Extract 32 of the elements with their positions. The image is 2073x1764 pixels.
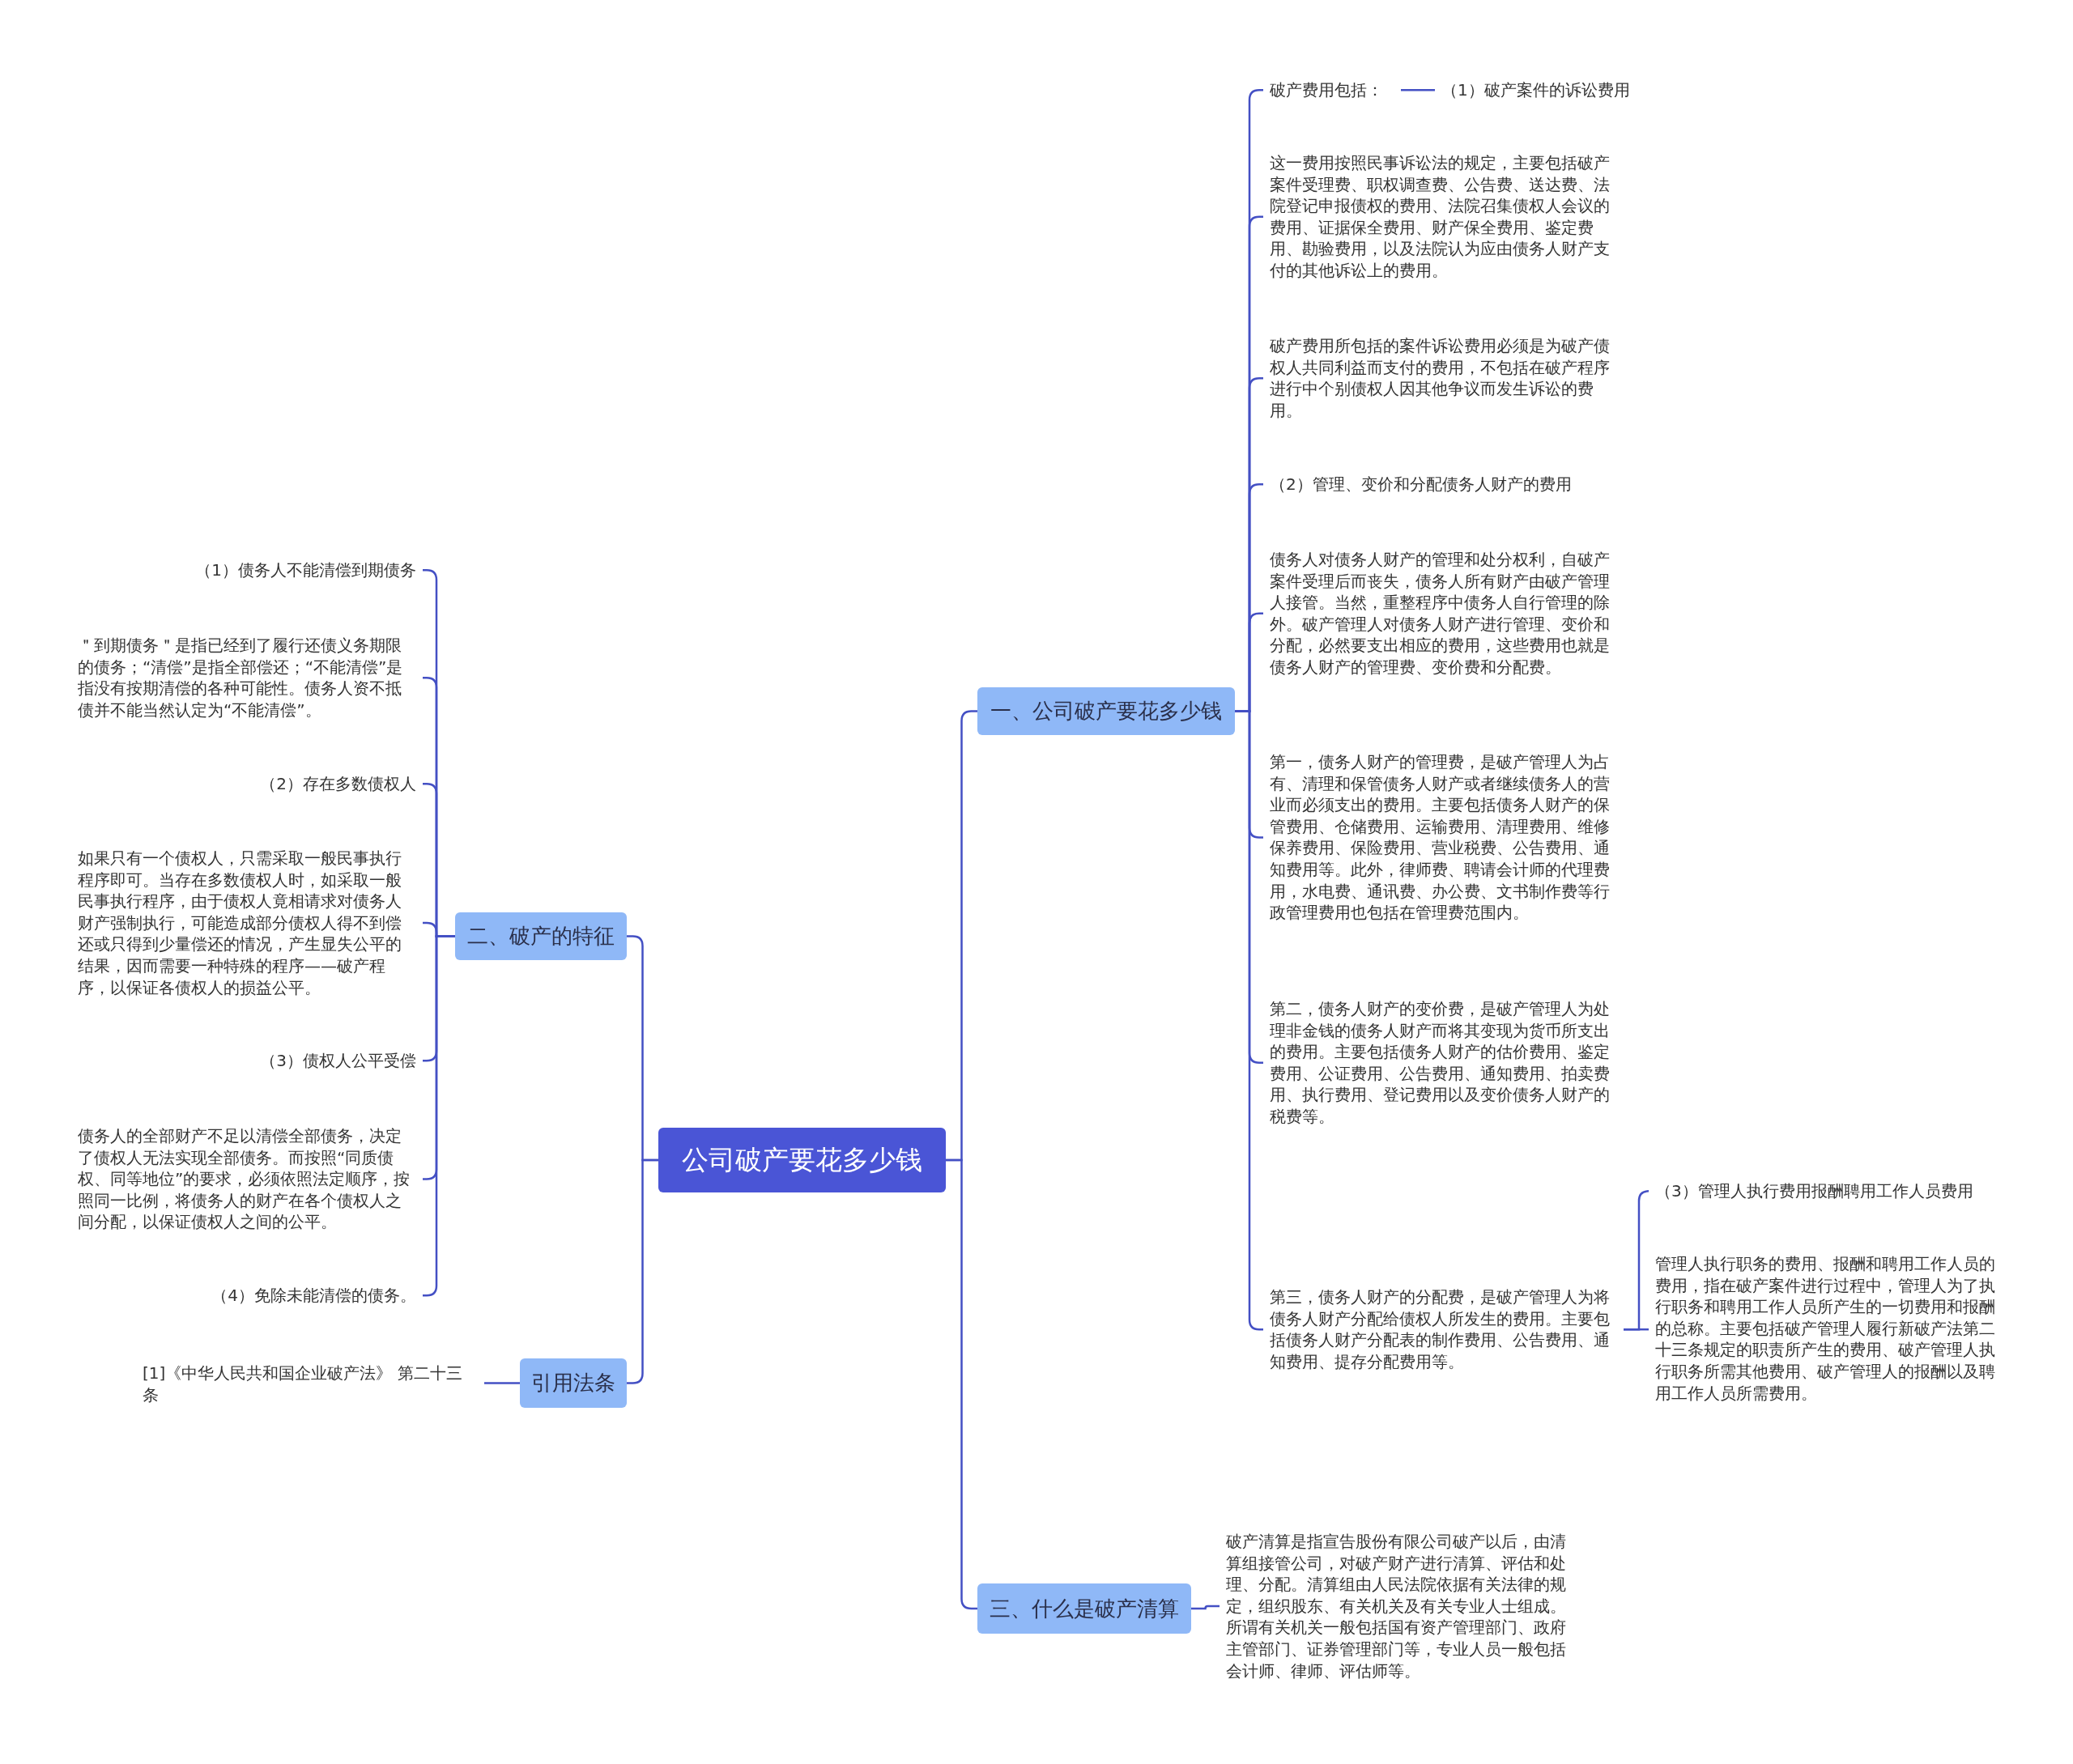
connector-line bbox=[1191, 1605, 1220, 1610]
topic-text: 破产费用包括： bbox=[1263, 79, 1401, 101]
topic-text: 第三，债务人财产的分配费，是破产管理人为将债务人财产分配给债权人所发生的费用。主要包括债务人财产分配表的制作费用、公告费用、通知费用、提存分配费用等。 bbox=[1263, 1286, 1624, 1373]
topic-text: 债务人的全部财产不足以清偿全部债务，决定了债权人无法实现全部债务。而按照“同质债权、同等地位”的要求，必须依照法定顺序，按照同一比例，将债务人的财产在各个债权人之间分配，以保证债权人之间的公平。 bbox=[71, 1125, 423, 1233]
topic-text: 破产费用所包括的案件诉讼费用必须是为破产债权人共同利益而支付的费用，不包括在破产程序进行中个别债权人因其他争议而发生诉讼的费用。 bbox=[1263, 335, 1624, 422]
topic-text: （3）管理人执行费用报酬聘用工作人员费用 bbox=[1649, 1180, 2005, 1202]
topic-text: （1）破产案件的诉讼费用 bbox=[1435, 79, 1678, 101]
topic-text: （3）债权人公平受偿 bbox=[71, 1050, 423, 1072]
branch-topic-box: 二、破产的特征 bbox=[455, 912, 627, 960]
topic-text: 债务人对债务人财产的管理和处分权利，自破产案件受理后而丧失，债务人所有财产由破产管理人接管。当然，重整程序中债务人自行管理的除外。破产管理人对债务人财产进行管理、变价和分配，必然要支出相应的费用，这些费用也就是债务人财产的管理费、变价费和分配费。 bbox=[1263, 549, 1624, 678]
topic-text: （4）免除未能清偿的债务。 bbox=[71, 1285, 423, 1307]
topic-text: 破产清算是指宣告股份有限公司破产以后，由清算组接管公司，对破产财产进行清算、评估和处理、分配。清算组由人民法院依据有关法律的规定，组织股东、有关机关及有关专业人士组成。所谓有关机关一般包括国有资产管理部门、政府主管部门、证券管理部门等，专业人员一般包括会计师、律师、评估师等。 bbox=[1220, 1531, 1580, 1682]
central-topic-box: 公司破产要花多少钱 bbox=[658, 1128, 946, 1192]
topic-text: （2）存在多数债权人 bbox=[71, 773, 423, 795]
branch-topic-box: 一、公司破产要花多少钱 bbox=[977, 687, 1235, 735]
topic-text: 第二，债务人财产的变价费，是破产管理人为处理非金钱的债务人财产而将其变现为货币所支出的费用。主要包括债务人财产的估价费用、鉴定费用、公证费用、公告费用、通知费用、拍卖费用、执行费用、登记费用以及变价债务人财产的税费等。 bbox=[1263, 998, 1624, 1128]
connector-line bbox=[627, 1158, 658, 1384]
topic-text: （1）债务人不能清偿到期债务 bbox=[71, 559, 423, 581]
topic-text: [1]《中华人民共和国企业破产法》 第二十三条 bbox=[136, 1362, 484, 1406]
branch-topic-box: 引用法条 bbox=[520, 1358, 627, 1408]
connector-line bbox=[1624, 1328, 1649, 1331]
connector-line bbox=[1401, 89, 1435, 91]
connector-line bbox=[423, 935, 455, 1297]
topic-text: 管理人执行职务的费用、报酬和聘用工作人员的费用，指在破产案件进行过程中，管理人为了执行职务和聘用工作人员所产生的一切费用和报酬的总称。主要包括破产管理人履行新破产法第二十三条规定的职责所产生的费用、破产管理人执行职务所需其他费用、破产管理人的报酬以及聘用工作人员所需费用。 bbox=[1649, 1253, 2005, 1405]
topic-text: 这一费用按照民事诉讼法的规定，主要包括破产案件受理费、职权调查费、公告费、送达费、法院登记申报债权的费用、法院召集债权人会议的费用、证据保全费用、财产保全费用、鉴定费用、勘验费用，以及法院认为应由债务人财产支付的其他诉讼上的费用。 bbox=[1263, 152, 1624, 282]
branch-topic-box: 三、什么是破产清算 bbox=[977, 1583, 1191, 1634]
topic-text: ＂到期债务＂是指已经到了履行还债义务期限的债务；“清偿”是指全部偿还；“不能清偿”是指没有按期清偿的各种可能性。债务人资不抵债并不能当然认定为“不能清偿”。 bbox=[71, 635, 423, 721]
topic-text: 如果只有一个债权人，只需采取一般民事执行程序即可。当存在多数债权人时，如采取一般民事执行程序，由于债权人竟相请求对债务人财产强制执行，可能造成部分债权人得不到偿还或只得到少量偿还的情况，产生显失公平的结果，因而需要一种特殊的程序——破产程序，以保证各债权人的损益公平。 bbox=[71, 848, 423, 999]
topic-text: （2）管理、变价和分配债务人财产的费用 bbox=[1263, 474, 1624, 495]
connector-line bbox=[946, 1158, 977, 1610]
topic-text: 第一，债务人财产的管理费，是破产管理人为占有、清理和保管债务人财产或者继续债务人的营业而必须支出的费用。主要包括债务人财产的保管费用、仓储费用、运输费用、清理费用、维修保养费用、保险费用、营业税费、公告费用、通知费用等。此外，律师费、聘请会计师的代理费用，水电费、通讯费、办公费、文书制作费等行政管理费用也包括在管理费范围内。 bbox=[1263, 751, 1624, 924]
connector-line bbox=[484, 1382, 520, 1384]
